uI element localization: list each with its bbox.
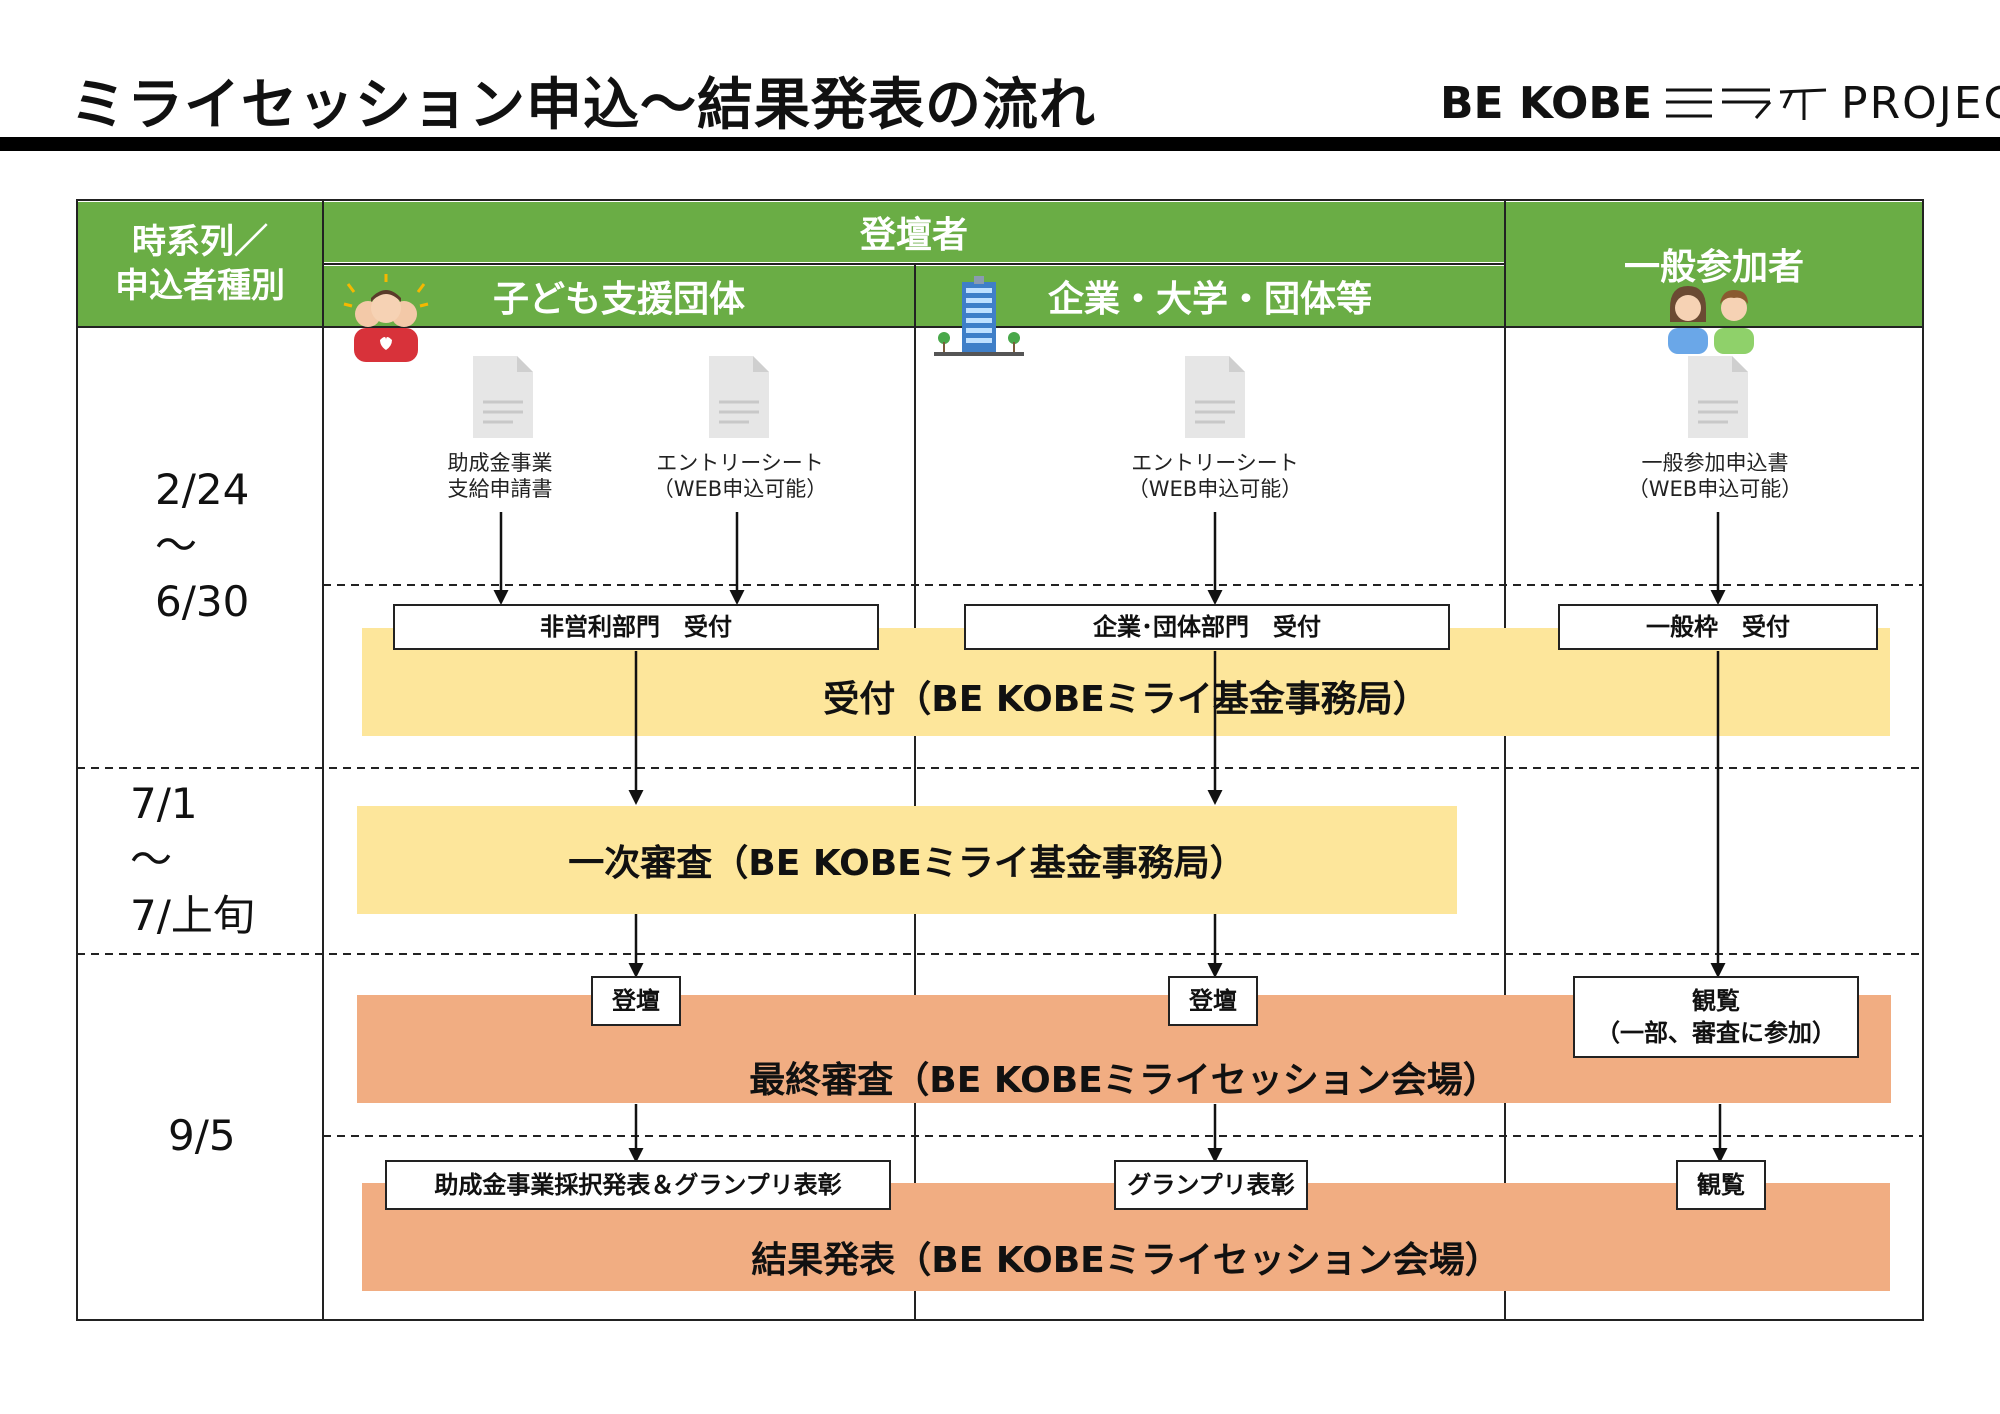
box-stage-company: 登壇 <box>1168 976 1258 1026</box>
corner-header: 時系列／ 申込者種別 <box>78 202 322 326</box>
page-title: ミライセッション申込～結果発表の流れ <box>70 73 1096 138</box>
column-header-children: 子ども支援団体 <box>324 266 914 326</box>
people-icon <box>1668 286 1754 354</box>
title-divider <box>0 137 2000 151</box>
box-grant-announcement: 助成金事業採択発表＆グランプリ表彰 <box>385 1160 891 1210</box>
doc-label-entry-sheet-company: エントリーシート （WEB申込可能） <box>1127 451 1303 501</box>
office-building-icon <box>934 276 1024 356</box>
doc-label-general-application: 一般参加申込書 （WEB申込可能） <box>1627 451 1803 501</box>
column-header-general: 一般参加者 <box>1506 202 1922 326</box>
speaker-group-header: 登壇者 <box>324 202 1504 262</box>
box-stage-children: 登壇 <box>591 976 681 1026</box>
children-group-icon <box>343 274 429 362</box>
doc-label-entry-sheet-children: エントリーシート （WEB申込可能） <box>652 451 828 501</box>
column-header-company: 企業・大学・団体等 <box>916 266 1504 326</box>
brand-word-bold: BE KOBE <box>1440 78 1653 129</box>
document-icon <box>709 356 769 438</box>
doc-label-grant-application: 助成金事業 支給申請書 <box>447 451 553 501</box>
box-company-reception: 企業･団体部門 受付 <box>964 604 1450 650</box>
document-icon <box>1688 356 1748 438</box>
document-icon <box>1185 356 1245 438</box>
period-3-dates: 9/5 <box>168 1111 236 1160</box>
mirai-logo-icon <box>1666 88 1827 120</box>
box-grandprix-award: グランプリ表彰 <box>1114 1160 1308 1210</box>
period-2-dates: 7/1 ～ 7/上旬 <box>130 779 255 940</box>
document-icon <box>473 356 533 438</box>
box-nonprofit-reception: 非営利部門 受付 <box>393 604 879 650</box>
band-first-review: 一次審査（BE KOBEミライ基金事務局） <box>357 806 1457 914</box>
brand-logo: BE KOBE PROJECT <box>1440 78 2000 129</box>
box-viewing-partial: 観覧 （一部、審査に参加） <box>1573 976 1859 1058</box>
brand-word-light: PROJECT <box>1841 78 2000 129</box>
box-viewing: 観覧 <box>1676 1160 1766 1210</box>
period-1-dates: 2/24 ～ 6/30 <box>155 465 250 626</box>
box-general-reception: 一般枠 受付 <box>1558 604 1878 650</box>
